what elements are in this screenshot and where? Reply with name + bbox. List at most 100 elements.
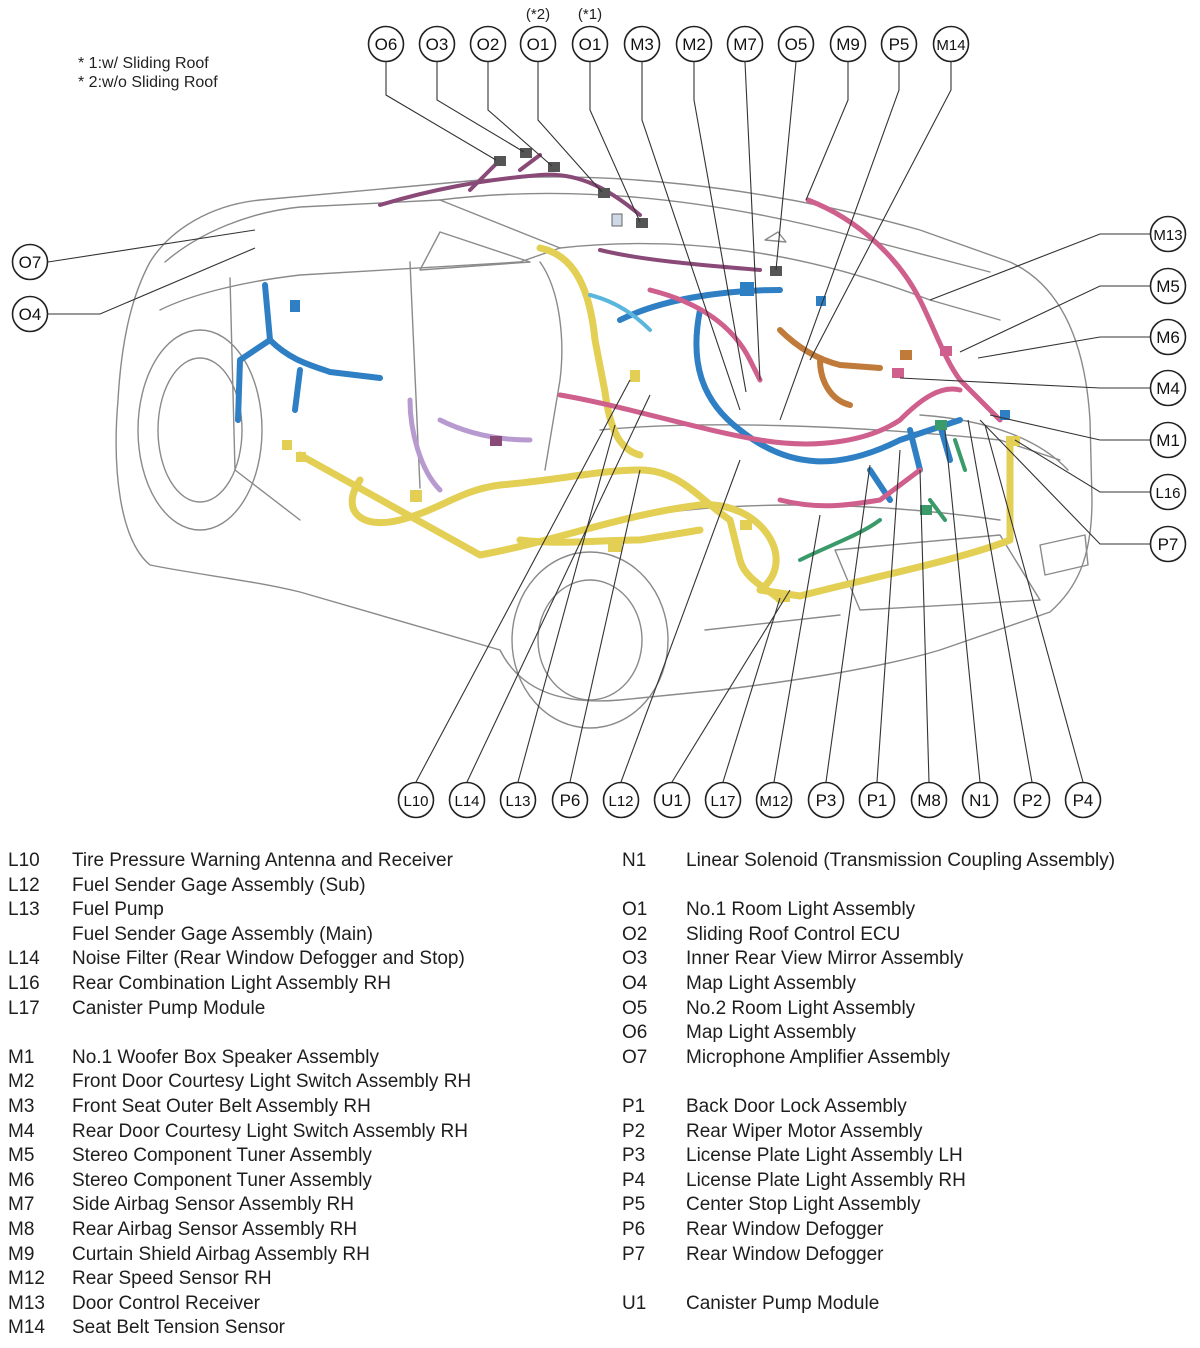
- callout-label: M7: [733, 35, 757, 54]
- legend-row: M12 Rear Speed Sensor RH: [8, 1267, 608, 1292]
- legend-description: Rear Combination Light Assembly RH: [72, 972, 391, 994]
- callout-label: L17: [710, 793, 735, 810]
- callout-label: P5: [889, 35, 910, 54]
- connector-blocks: [282, 148, 1020, 602]
- legend-code: M14: [8, 1317, 45, 1339]
- callout-variant-tag: (*1): [578, 6, 602, 23]
- legend-description: Inner Rear View Mirror Assembly: [686, 948, 964, 970]
- callout-label: L12: [608, 793, 633, 810]
- callout-label: P3: [816, 791, 837, 810]
- callout-p3: P3: [807, 781, 845, 819]
- legend-description: Rear Window Defogger: [686, 1218, 884, 1240]
- legend-code: M8: [8, 1218, 35, 1240]
- callout-label: O4: [19, 305, 42, 324]
- legend-description: Noise Filter (Rear Window Defogger and S…: [72, 948, 465, 970]
- callout-p6: P6: [551, 781, 589, 819]
- legend-code: M12: [8, 1268, 45, 1290]
- callout-label: M5: [1156, 277, 1180, 296]
- callout-label: P7: [1158, 535, 1179, 554]
- note-sliding-roof: * 1:w/ Sliding Roof: [78, 55, 209, 72]
- callout-label: O2: [477, 35, 500, 54]
- legend-gap: [8, 1021, 608, 1046]
- legend-code: N1: [622, 850, 647, 871]
- callout-l17: L17: [704, 781, 742, 819]
- legend-description: No.1 Room Light Assembly: [686, 899, 916, 921]
- legend-description: Back Door Lock Assembly: [686, 1095, 907, 1117]
- callout-label: M13: [1153, 227, 1182, 244]
- harness-blue-right: [867, 422, 953, 503]
- callout-m14: M14: [932, 25, 970, 63]
- callout-m5: M5: [1149, 267, 1187, 305]
- legend-row: Fuel Sender Gage Assembly (Main): [8, 923, 608, 948]
- callout-label: P4: [1073, 791, 1094, 810]
- callout-label: M8: [917, 791, 941, 810]
- legend-description: No.1 Woofer Box Speaker Assembly: [72, 1046, 379, 1068]
- callout-p7: P7: [1149, 525, 1187, 563]
- legend-description: Stereo Component Tuner Assembly: [72, 1169, 372, 1191]
- callout-p4: P4: [1064, 781, 1102, 819]
- callout-label: O1: [527, 35, 550, 54]
- callout-p1: P1: [858, 781, 896, 819]
- callout-label: O5: [785, 35, 808, 54]
- callout-label: O7: [19, 253, 42, 272]
- callout-l12: L12: [602, 781, 640, 819]
- legend-code: P5: [622, 1194, 646, 1216]
- legend-description: Rear Speed Sensor RH: [72, 1268, 272, 1290]
- legend-code: P6: [622, 1218, 646, 1240]
- legend-row: P6 Rear Window Defogger: [622, 1218, 1192, 1243]
- legend-code: L16: [8, 972, 40, 994]
- callout-l16: L16: [1149, 473, 1187, 511]
- legend-code: P2: [622, 1120, 646, 1142]
- harness-pink-floor: [557, 386, 963, 509]
- legend-description: License Plate Light Assembly LH: [686, 1145, 963, 1167]
- callout-label: O6: [375, 35, 398, 54]
- harness-yellow-floor: [296, 436, 1014, 600]
- callout-label: M3: [630, 35, 654, 54]
- legend-code: O6: [622, 1022, 648, 1044]
- callout-o5: O5: [777, 25, 815, 63]
- callout-label: M1: [1156, 431, 1180, 450]
- legend-description: Sliding Roof Control ECU: [686, 923, 901, 945]
- harness-green: [798, 438, 967, 562]
- harness-yellow-rear: [516, 526, 704, 546]
- legend-code: L10: [8, 850, 40, 871]
- legend-row: M14 Seat Belt Tension Sensor: [8, 1316, 608, 1341]
- legend-description: Canister Pump Module: [686, 1292, 880, 1314]
- legend-description: Seat Belt Tension Sensor: [72, 1317, 286, 1339]
- legend-code: M7: [8, 1194, 35, 1216]
- callout-m13: M13: [1149, 215, 1187, 253]
- harness-blue-center: [617, 287, 963, 465]
- legend-code: O4: [622, 972, 648, 994]
- note-no-sliding-roof: * 2:w/o Sliding Roof: [78, 74, 218, 91]
- legend-code: O3: [622, 948, 648, 970]
- callout-p2: P2: [1013, 781, 1051, 819]
- callout-o3: O3: [418, 25, 456, 63]
- callout-label: P6: [560, 791, 581, 810]
- legend-description: Microphone Amplifier Assembly: [686, 1046, 950, 1068]
- callout-m3: M3: [623, 25, 661, 63]
- legend-code: L12: [8, 874, 40, 896]
- callout-n1: N1: [961, 781, 999, 819]
- callout-o1-w-sliding-roof: O1: [571, 25, 609, 63]
- legend-code: O1: [622, 899, 648, 921]
- harness-purple-center: [598, 248, 762, 272]
- legend-code: M2: [8, 1071, 35, 1093]
- legend-code: P7: [622, 1243, 646, 1265]
- legend-row: L16 Rear Combination Light Assembly RH: [8, 972, 608, 997]
- legend-description: Stereo Component Tuner Assembly: [72, 1145, 372, 1167]
- legend-description: Rear Door Courtesy Light Switch Assembly…: [72, 1120, 468, 1142]
